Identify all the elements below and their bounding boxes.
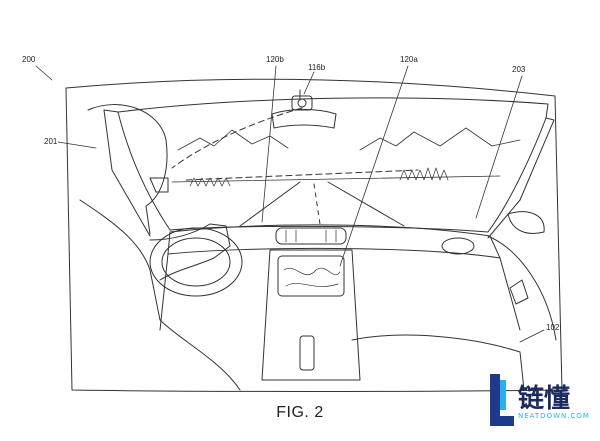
road-left-edge bbox=[239, 181, 301, 227]
watermark-chinese-text: 链懂 bbox=[518, 384, 571, 414]
leader-203 bbox=[475, 75, 523, 219]
ref-label-102: 102 bbox=[546, 323, 560, 332]
a-pillar-left bbox=[103, 109, 151, 237]
watermark: 链懂 NEATDOWN.COM bbox=[486, 372, 596, 434]
windshield bbox=[117, 97, 549, 233]
ref-label-120b: 120b bbox=[266, 55, 284, 64]
ref-label-200: 200 bbox=[22, 55, 36, 64]
projection-line bbox=[185, 169, 419, 181]
leader-102 bbox=[519, 329, 545, 343]
door-handle bbox=[509, 279, 529, 305]
sight-line bbox=[171, 107, 303, 169]
driver-body bbox=[79, 199, 241, 391]
driver-arm bbox=[149, 223, 231, 281]
center-air-vent bbox=[275, 227, 347, 245]
vent-slats bbox=[285, 229, 337, 243]
a-pillar-right bbox=[487, 117, 555, 239]
leader-120a bbox=[339, 65, 409, 267]
side-mirror bbox=[507, 211, 545, 234]
passenger-seat bbox=[351, 334, 525, 391]
driver-glasses bbox=[149, 177, 169, 193]
dashboard-lower bbox=[159, 253, 521, 331]
watermark-english-text: NEATDOWN.COM bbox=[518, 412, 590, 420]
leader-120b bbox=[261, 65, 277, 223]
horizon bbox=[171, 175, 501, 183]
steering-wheel bbox=[149, 227, 243, 297]
gear-shifter bbox=[299, 335, 315, 371]
road-right-edge bbox=[327, 181, 405, 227]
ref-label-203: 203 bbox=[512, 65, 526, 74]
leader-200 bbox=[35, 65, 53, 81]
rear-view-mirror bbox=[271, 109, 337, 129]
infotainment-display bbox=[277, 255, 345, 297]
leader-116b bbox=[303, 71, 315, 95]
tree-line-right bbox=[399, 167, 449, 181]
road-center-line bbox=[313, 183, 321, 225]
ref-label-116b: 116b bbox=[308, 63, 326, 72]
watermark-logo-icon bbox=[486, 374, 514, 426]
leader-201 bbox=[57, 141, 97, 149]
driver-head bbox=[87, 104, 168, 235]
tree-line-left bbox=[189, 177, 231, 187]
ref-label-120a: 120a bbox=[400, 55, 418, 64]
right-air-vent bbox=[441, 237, 475, 255]
steering-wheel-inner bbox=[161, 237, 231, 287]
passenger-door bbox=[487, 235, 557, 341]
camera-lens bbox=[297, 98, 307, 108]
figure-caption: FIG. 2 bbox=[276, 404, 324, 421]
display-map bbox=[283, 267, 341, 287]
center-stack bbox=[261, 249, 361, 381]
ref-label-201: 201 bbox=[44, 137, 58, 146]
mountain-range bbox=[177, 127, 521, 151]
interior-frame bbox=[65, 78, 563, 392]
